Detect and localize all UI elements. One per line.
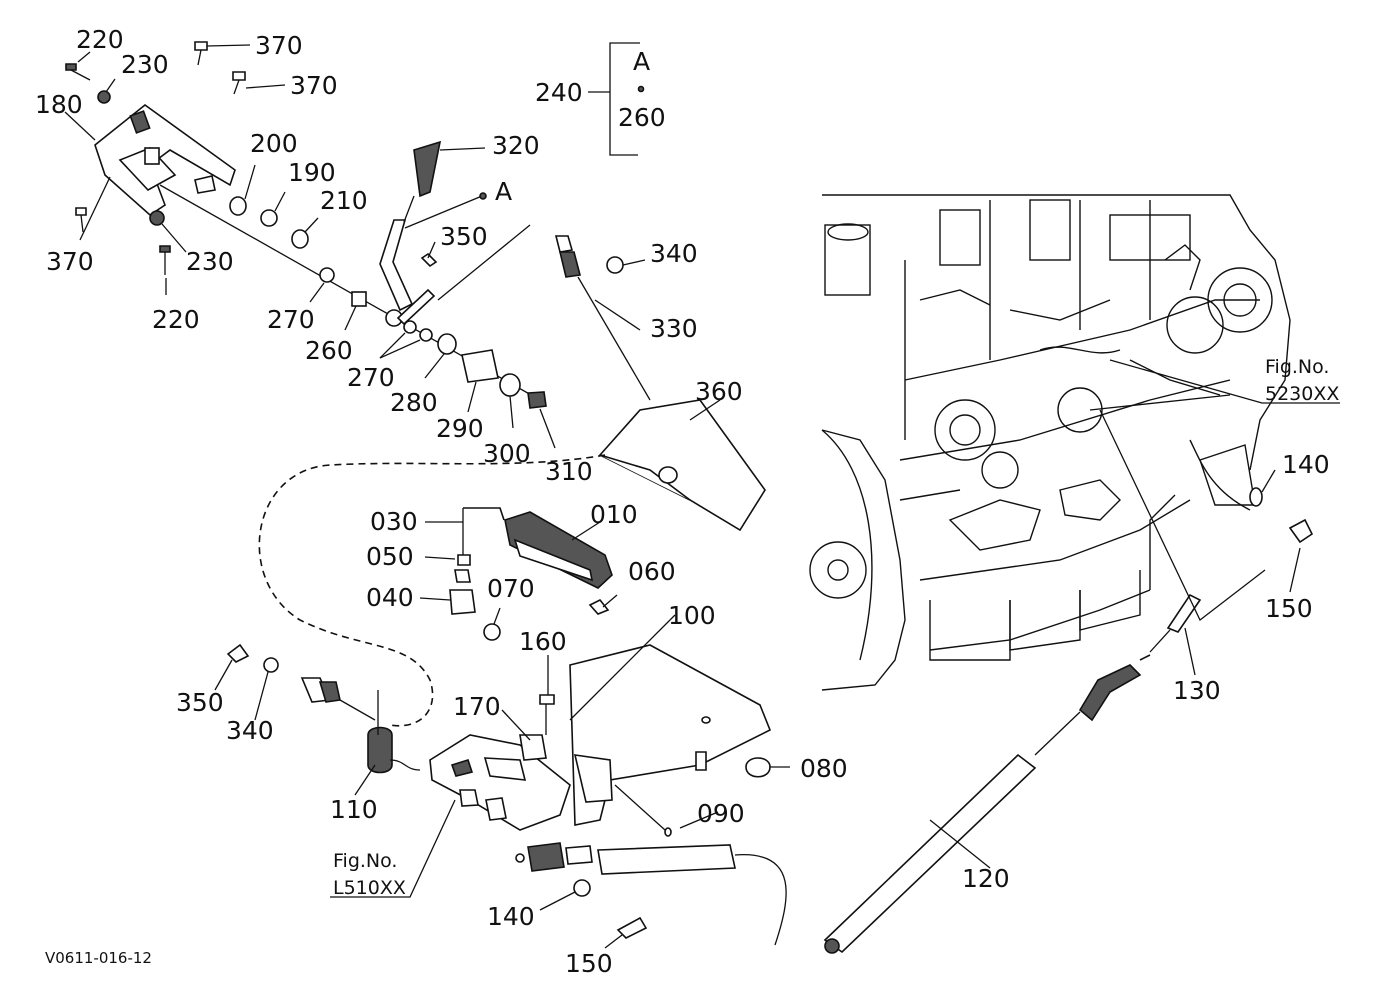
callout-240: 240: [535, 78, 583, 107]
fig-ref-l510-line1: Fig.No.: [333, 850, 397, 872]
bracket-plate-100: [569, 644, 772, 837]
engine-illustration: [809, 194, 1291, 691]
callout-050: 050: [366, 542, 414, 571]
callout-350-bot: 350: [176, 688, 224, 717]
callout-130: 130: [1173, 676, 1221, 705]
lower-linkage: [429, 694, 571, 831]
callout-340-top: 340: [650, 239, 698, 268]
lever-cover-360: [598, 399, 766, 532]
callout-170: 170: [453, 692, 501, 721]
spring-110: [367, 690, 421, 774]
callout-140-bot: 140: [487, 902, 535, 931]
callout-370-a: 370: [255, 31, 303, 60]
callout-220-top: 220: [76, 25, 124, 54]
callout-200: 200: [250, 129, 298, 158]
callout-110: 110: [330, 795, 378, 824]
callout-labels: 220 230 370 370 180 200 190 210 370 230 …: [35, 25, 1339, 978]
drawing-code: V0611-016-12: [45, 949, 152, 967]
callout-230-bot: 230: [186, 247, 234, 276]
callout-160: 160: [519, 627, 567, 656]
lower-cable-assembly: [515, 842, 787, 946]
cable-end-left: [226, 643, 376, 721]
callout-280: 280: [390, 388, 438, 417]
callout-A-lever: A: [495, 177, 512, 206]
leader-lines: [64, 42, 1340, 949]
callout-220-bot: 220: [152, 305, 200, 334]
dashed-routing-path: [258, 454, 606, 727]
callout-140-right: 140: [1282, 450, 1330, 479]
rod-120: [823, 593, 1202, 954]
callout-190: 190: [288, 158, 336, 187]
callout-320: 320: [492, 131, 540, 160]
callout-350-top: 350: [440, 222, 488, 251]
callout-010: 010: [590, 500, 638, 529]
callout-150-right: 150: [1265, 594, 1313, 623]
callout-120: 120: [962, 864, 1010, 893]
spacer-stack: [319, 267, 547, 409]
callout-230-top: 230: [121, 50, 169, 79]
callout-030: 030: [370, 507, 418, 536]
fig-ref-5230-line2: 5230XX: [1265, 383, 1339, 405]
fig-ref-l510-line2: L510XX: [333, 877, 406, 899]
callout-310: 310: [545, 457, 593, 486]
fig-ref-5230-line1: Fig.No.: [1265, 356, 1329, 378]
callout-370-b: 370: [290, 71, 338, 100]
callout-080: 080: [800, 754, 848, 783]
callout-300: 300: [483, 439, 531, 468]
callout-210: 210: [320, 186, 368, 215]
callout-150-bot: 150: [565, 949, 613, 978]
foot-pedal-010: [449, 507, 613, 641]
callout-330: 330: [650, 314, 698, 343]
callout-260-group: 260: [618, 103, 666, 132]
hand-lever-320: [379, 140, 442, 327]
callout-060: 060: [628, 557, 676, 586]
callout-360: 360: [695, 377, 743, 406]
callout-270-b: 270: [347, 363, 395, 392]
washers-200-190-210: [229, 196, 309, 249]
callout-A-group: A: [633, 47, 650, 76]
callout-260: 260: [305, 336, 353, 365]
callout-370-c: 370: [46, 247, 94, 276]
callout-340-bot: 340: [226, 716, 274, 745]
throttle-cable-330: [420, 224, 651, 401]
callout-290: 290: [436, 414, 484, 443]
callout-270-a: 270: [267, 305, 315, 334]
callout-180: 180: [35, 90, 83, 119]
bracket-assembly-180: [65, 41, 246, 275]
callout-070: 070: [487, 574, 535, 603]
callout-040: 040: [366, 583, 414, 612]
callout-090: 090: [697, 799, 745, 828]
callout-100: 100: [668, 601, 716, 630]
